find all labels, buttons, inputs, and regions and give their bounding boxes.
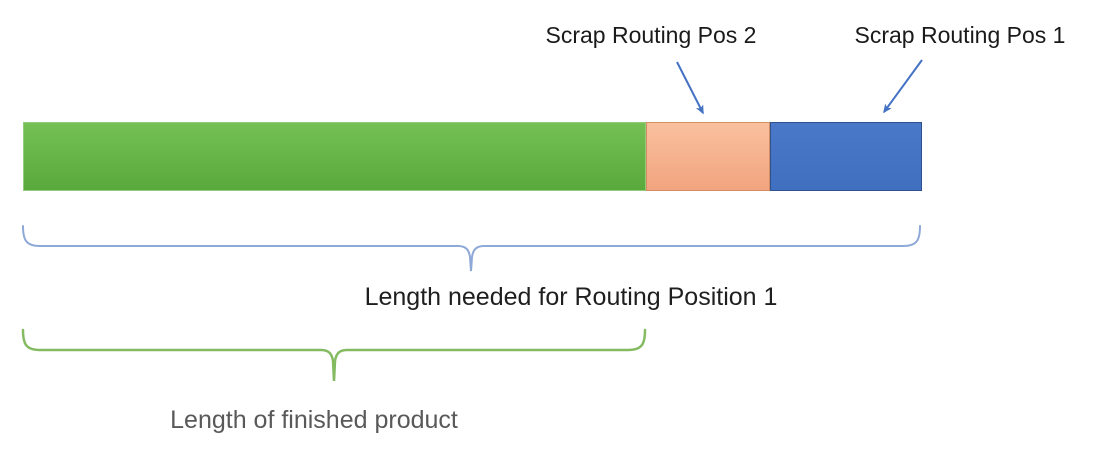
brace-routing-position-1 <box>22 225 921 272</box>
segment-finished-product <box>23 122 646 191</box>
callout-arrow-icon-scrap-pos-2 <box>676 61 704 115</box>
callout-label-scrap-routing-pos-1: Scrap Routing Pos 1 <box>854 22 1066 48</box>
brace-finished-product <box>21 328 647 382</box>
callout-arrow-icon-scrap-pos-1 <box>883 59 923 114</box>
brace-label-routing-position-1: Length needed for Routing Position 1 <box>364 283 778 311</box>
segment-scrap-routing-pos-1 <box>770 122 922 191</box>
callout-label-scrap-routing-pos-2: Scrap Routing Pos 2 <box>545 22 757 48</box>
segment-scrap-routing-pos-2 <box>646 122 770 191</box>
brace-label-finished-product: Length of finished product <box>170 406 458 434</box>
